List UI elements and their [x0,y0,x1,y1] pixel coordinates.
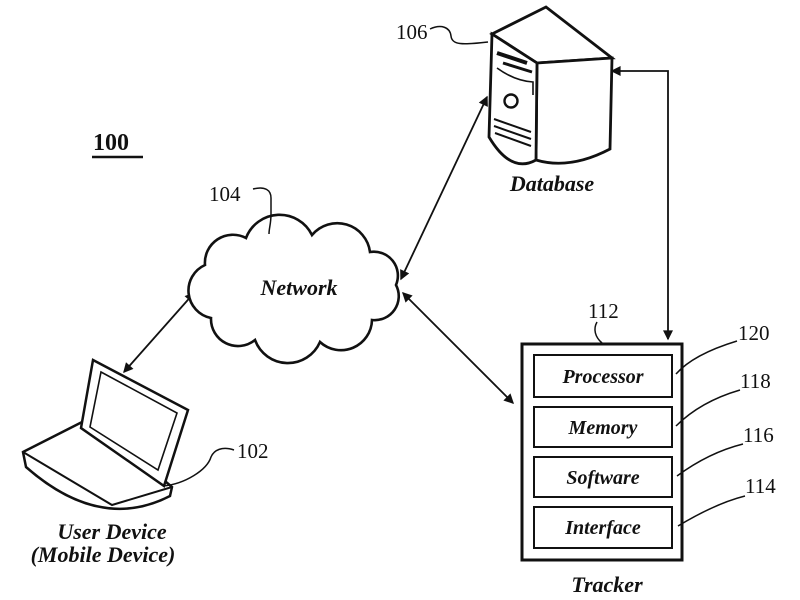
network-cloud-shape [187,213,401,365]
figure-ref-label: 100 [93,130,129,156]
database-label: Database [509,171,595,196]
leader-line-118 [675,389,741,427]
user-device-sublabel: (Mobile Device) [31,542,176,567]
ref-112: 112 [588,299,619,323]
leader-line-112 [594,321,603,344]
ref-116: 116 [743,423,774,447]
server-front-face [487,31,539,166]
database-node: Database 106 [396,5,616,196]
figure-reference: 100 [92,130,143,159]
leader-line-120 [675,340,738,375]
memory-box [533,406,673,448]
user-device-label: User Device [57,519,167,544]
laptop-base [21,416,174,511]
ref-106: 106 [396,20,428,44]
interface-box [533,506,673,549]
arrow-network-tracker [402,292,514,404]
ref-102: 102 [237,439,269,463]
ref-120: 120 [738,321,770,345]
processor-box [533,354,673,398]
arrow-database-tracker [610,66,673,341]
tracker-node: Processor Memory Software Interface Trac… [520,299,776,597]
server-vent-2 [493,125,532,140]
memory-label: Memory [568,417,638,439]
arrow-user-device-network [123,291,195,374]
software-box [533,456,673,498]
server-panel-line [496,67,534,95]
server-vent-1 [493,118,532,133]
server-slot-1 [496,51,528,65]
network-label: Network [260,275,338,300]
interface-label: Interface [564,517,641,539]
network-node: Network 104 [187,182,401,365]
ref-114: 114 [745,474,776,498]
server-vent-3 [494,132,532,147]
leader-line-114 [677,495,746,527]
laptop-base-top-edge [22,451,173,507]
processor-label: Processor [561,366,643,388]
server-slot-2 [502,61,533,74]
leader-line-116 [676,443,744,477]
server-power-button [503,93,519,109]
leader-line-102 [162,447,235,487]
ref-104: 104 [209,182,241,206]
connection-arrows [123,66,673,404]
laptop-screen [89,370,178,472]
software-label: Software [566,467,639,489]
arrow-network-database [400,95,488,281]
server-right-face [534,56,614,165]
ref-118: 118 [740,369,771,393]
user-device-node: User Device (Mobile Device) 102 [21,358,269,567]
leader-line-106 [429,25,489,45]
tracker-label: Tracker [571,572,643,597]
leader-line-104 [252,187,272,235]
